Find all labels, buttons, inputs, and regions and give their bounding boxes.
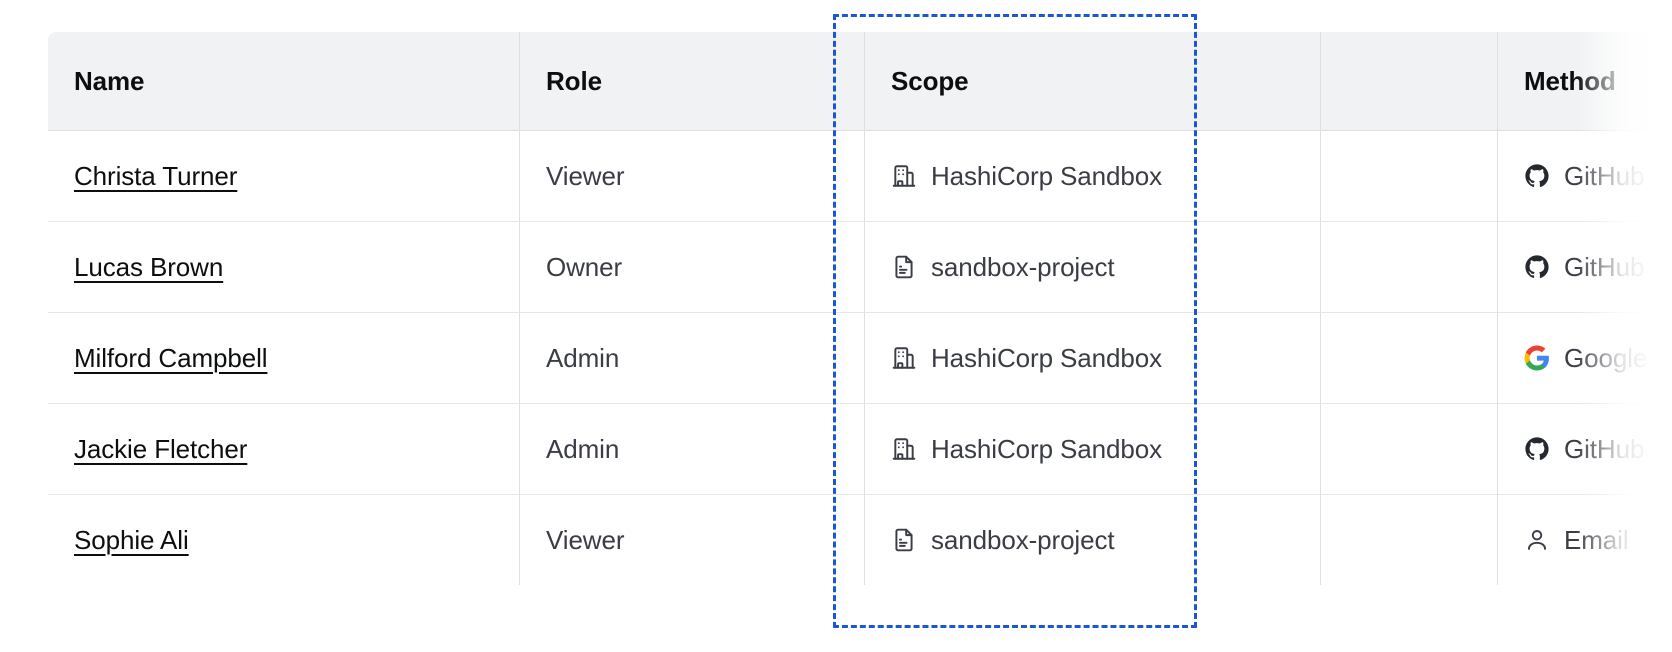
method-content: Email [1524, 525, 1672, 556]
building-icon [891, 436, 917, 462]
scope-content: HashiCorp Sandbox [891, 161, 1320, 192]
user-name-link[interactable]: Sophie Ali [74, 524, 189, 555]
cell-name: Sophie Ali [48, 494, 520, 585]
method-content: GitHub [1524, 161, 1672, 192]
column-header-extra[interactable] [1320, 32, 1498, 131]
user-name-link[interactable]: Jackie Fletcher [74, 433, 248, 464]
method-label: GitHub [1564, 251, 1645, 282]
cell-scope: HashiCorp Sandbox [864, 403, 1321, 495]
cell-role: Viewer [519, 494, 865, 585]
scope-content: HashiCorp Sandbox [891, 343, 1320, 374]
table-header-row: Name Role Scope Method [48, 32, 1672, 131]
cell-scope: HashiCorp Sandbox [864, 130, 1321, 222]
cell-role: Viewer [519, 130, 865, 222]
cell-name: Milford Campbell [48, 312, 520, 404]
method-content: GitHub [1524, 252, 1672, 283]
github-icon [1524, 163, 1550, 189]
cell-extra [1320, 312, 1498, 404]
cell-name: Christa Turner [48, 130, 520, 222]
cell-name: Lucas Brown [48, 221, 520, 313]
scope-content: sandbox-project [891, 525, 1320, 556]
cell-method: Google [1497, 312, 1672, 404]
scope-label: sandbox-project [931, 524, 1115, 555]
building-icon [891, 345, 917, 371]
cell-method: Email [1497, 494, 1672, 585]
github-icon [1524, 436, 1550, 462]
cell-extra [1320, 221, 1498, 313]
scope-label: sandbox-project [931, 251, 1115, 282]
table-row[interactable]: Christa Turner Viewer HashiCorp Sandbox Git… [48, 130, 1672, 222]
cell-extra [1320, 130, 1498, 222]
column-header-method[interactable]: Method [1497, 32, 1672, 131]
cell-name: Jackie Fletcher [48, 403, 520, 495]
user-name-link[interactable]: Milford Campbell [74, 342, 268, 373]
table-row[interactable]: Lucas Brown Owner sandbox-project GitHub [48, 221, 1672, 313]
table-row[interactable]: Milford Campbell Admin HashiCorp Sandbox Go… [48, 312, 1672, 404]
google-icon [1524, 345, 1550, 371]
cell-extra [1320, 494, 1498, 585]
scope-label: HashiCorp Sandbox [931, 342, 1162, 373]
method-content: GitHub [1524, 434, 1672, 465]
user-name-link[interactable]: Christa Turner [74, 160, 238, 191]
method-label: Google [1564, 342, 1648, 373]
scope-label: HashiCorp Sandbox [931, 160, 1162, 191]
scope-label: HashiCorp Sandbox [931, 433, 1162, 464]
table-header: Name Role Scope Method [48, 32, 1672, 131]
scope-content: HashiCorp Sandbox [891, 434, 1320, 465]
column-header-scope[interactable]: Scope [864, 32, 1321, 131]
document-icon [891, 254, 917, 280]
scope-content: sandbox-project [891, 252, 1320, 283]
cell-role: Admin [519, 312, 865, 404]
cell-scope: sandbox-project [864, 221, 1321, 313]
method-content: Google [1524, 343, 1672, 374]
document-icon [891, 527, 917, 553]
column-header-name[interactable]: Name [48, 32, 520, 131]
cell-method: GitHub [1497, 130, 1672, 222]
column-header-role[interactable]: Role [519, 32, 865, 131]
cell-method: GitHub [1497, 403, 1672, 495]
user-name-link[interactable]: Lucas Brown [74, 251, 224, 282]
table-row[interactable]: Jackie Fletcher Admin HashiCorp Sandbox Git… [48, 403, 1672, 495]
cell-role: Owner [519, 221, 865, 313]
github-icon [1524, 254, 1550, 280]
cell-scope: sandbox-project [864, 494, 1321, 585]
building-icon [891, 163, 917, 189]
cell-scope: HashiCorp Sandbox [864, 312, 1321, 404]
cell-method: GitHub [1497, 221, 1672, 313]
table-row[interactable]: Sophie Ali Viewer sandbox-project Email [48, 494, 1672, 585]
user-icon [1524, 527, 1550, 553]
cell-role: Admin [519, 403, 865, 495]
cell-extra [1320, 403, 1498, 495]
method-label: GitHub [1564, 160, 1645, 191]
method-label: Email [1564, 524, 1629, 555]
method-label: GitHub [1564, 433, 1645, 464]
